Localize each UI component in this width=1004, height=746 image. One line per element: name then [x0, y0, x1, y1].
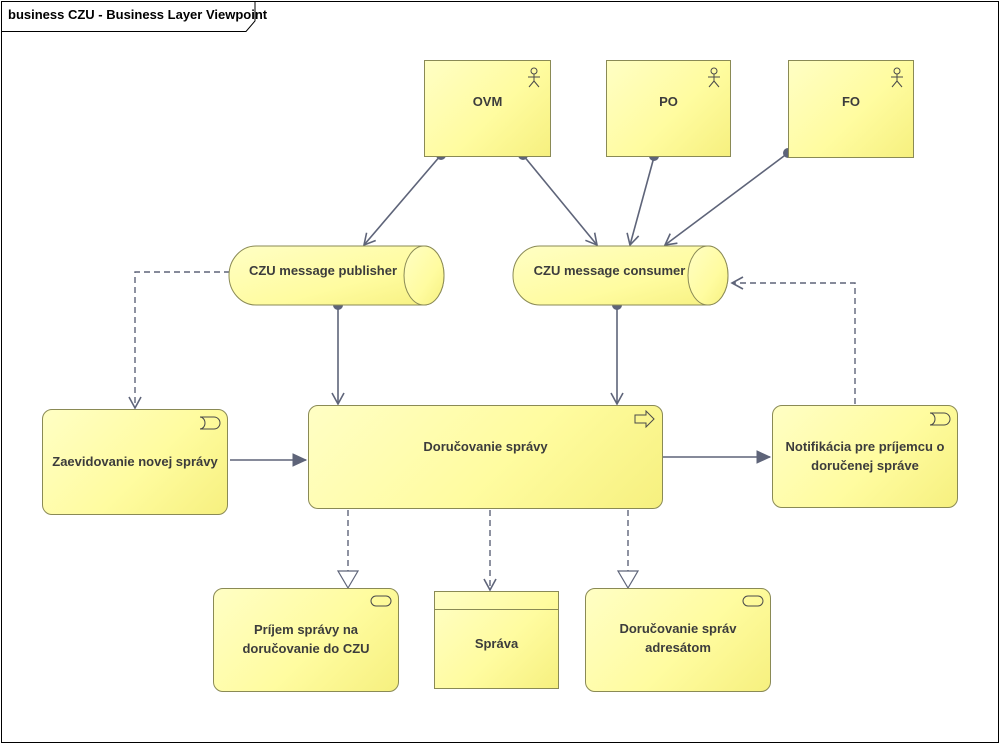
event-icon: [199, 416, 221, 430]
fo-to-consumer-connector: [663, 152, 789, 247]
object-header-line: [435, 609, 558, 610]
publisher-to-zaevidovanie-connector: [128, 271, 230, 410]
interface-publisher[interactable]: CZU message publisher: [228, 245, 446, 306]
diagram-title-tab: business CZU - Business Layer Viewpoint: [1, 1, 267, 38]
cylinder-shape: [512, 245, 729, 306]
actor-fo-label: FO: [841, 94, 861, 109]
actor-icon: [891, 67, 903, 88]
event-icon: [929, 412, 951, 426]
actor-icon: [708, 67, 720, 88]
ovm-to-consumer-connector: [522, 154, 599, 247]
service-adresatom[interactable]: Doručovanie správ adresátom: [585, 588, 771, 692]
object-sprava[interactable]: Správa: [434, 591, 559, 689]
process-arrow-icon: [634, 410, 655, 428]
process-dorucovanie-label: Doručovanie správy: [423, 439, 548, 454]
service-adresatom-label: Doručovanie správ adresátom: [619, 621, 737, 655]
interface-consumer[interactable]: CZU message consumer: [512, 245, 730, 306]
event-zaevidovanie[interactable]: Zaevidovanie novej správy: [42, 409, 228, 515]
notifikacia-to-consumer-connector: [730, 276, 856, 404]
interface-publisher-label: CZU message publisher: [248, 263, 398, 278]
event-zaevidovanie-label: Zaevidovanie novej správy: [52, 453, 218, 469]
diagram-title: business CZU - Business Layer Viewpoint: [8, 7, 268, 22]
actor-ovm[interactable]: OVM: [424, 60, 551, 157]
po-to-consumer-connector: [626, 156, 655, 247]
interface-consumer-label: CZU message consumer: [533, 263, 686, 278]
actor-po-label: PO: [659, 94, 678, 109]
service-prijem-label: Príjem správy na doručovanie do CZU: [242, 622, 370, 656]
actor-ovm-label: OVM: [472, 94, 503, 109]
ovm-to-publisher-connector: [362, 154, 442, 247]
process-dorucovanie[interactable]: Doručovanie správy: [308, 405, 663, 509]
actor-icon: [528, 67, 540, 88]
service-prijem[interactable]: Príjem správy na doručovanie do CZU: [213, 588, 399, 692]
object-sprava-label: Správa: [474, 635, 519, 651]
actor-fo[interactable]: FO: [788, 60, 914, 158]
event-notifikacia[interactable]: Notifikácia pre príjemcu o doručenej spr…: [772, 405, 958, 508]
cylinder-shape: [228, 245, 445, 306]
service-icon: [370, 595, 392, 607]
service-icon: [742, 595, 764, 607]
event-notifikacia-label: Notifikácia pre príjemcu o doručenej spr…: [785, 438, 945, 473]
actor-po[interactable]: PO: [606, 60, 731, 157]
title-tab-shape: [1, 1, 256, 32]
